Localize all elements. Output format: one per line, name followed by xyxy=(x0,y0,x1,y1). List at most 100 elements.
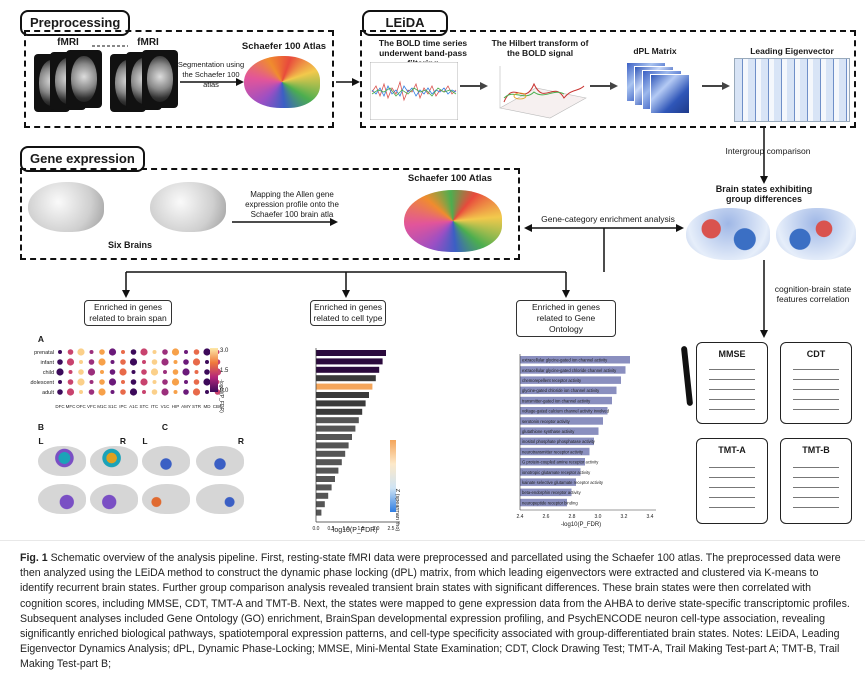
dot-mark xyxy=(98,358,106,366)
cell-bar xyxy=(316,358,383,365)
gene-atlas-brain xyxy=(404,190,502,252)
preprocessing-box xyxy=(24,30,334,128)
dot-mark xyxy=(203,378,211,386)
dot-mark xyxy=(142,390,146,394)
dot-mark xyxy=(173,390,178,394)
fmri-label-1: fMRI xyxy=(57,37,79,48)
leida-step-hilbert: The Hilbert transform of the BOLD signal xyxy=(491,38,589,58)
tmtb-label: TMT-B xyxy=(802,445,830,455)
panel-b-r: R xyxy=(119,436,127,446)
panel-b-label: B xyxy=(37,422,45,432)
dot-mark xyxy=(108,378,117,386)
cell-bar xyxy=(316,492,329,499)
cell-tick-label: 2.0 xyxy=(373,526,380,532)
dot-mark xyxy=(77,348,85,356)
dot-mark xyxy=(161,358,169,366)
dot-mark xyxy=(119,368,127,376)
go-tick-label: 2.6 xyxy=(543,514,550,520)
go-bar xyxy=(520,488,572,497)
dot-mark xyxy=(89,350,94,354)
tmta-label: TMT-A xyxy=(718,445,746,455)
go-term-label: neuropeptide receptor binding xyxy=(522,500,578,505)
panel-c-label: C xyxy=(161,422,169,432)
dot-mark xyxy=(108,348,117,356)
cell-bar xyxy=(316,467,339,474)
dot-mark xyxy=(120,359,126,365)
dot-mark xyxy=(100,370,104,374)
atlas-label-pre: Schaefer 100 Atlas xyxy=(241,41,327,52)
dot-mark xyxy=(120,389,126,395)
leida-box xyxy=(360,30,856,128)
figure-caption: Fig. 1 Schematic overview of the analysi… xyxy=(20,551,850,673)
dot-mark xyxy=(58,350,62,354)
dot-mark xyxy=(88,389,95,395)
go-bar xyxy=(520,407,608,415)
hilbert-plot xyxy=(499,66,587,119)
dotplot-col-label: IPC xyxy=(119,404,127,409)
cell-tick-label: 1.0 xyxy=(343,526,350,532)
dotplot-col-label: DFC xyxy=(55,404,65,409)
figure-number: Fig. 1 xyxy=(20,552,48,564)
divider xyxy=(0,540,865,541)
dotplot-row-label: child xyxy=(43,370,54,376)
dot-mark xyxy=(99,349,105,355)
go-term-label: kainate selective glutamate receptor act… xyxy=(522,480,604,485)
panel-c-brain xyxy=(196,446,244,476)
dot-mark xyxy=(152,350,157,354)
dot-mark xyxy=(183,389,189,395)
cell-tick-label: 0.5 xyxy=(328,526,335,532)
cell-bar xyxy=(316,450,346,457)
go-term-label: beta-endorphin receptor activity xyxy=(522,490,582,495)
cell-bar xyxy=(316,501,325,508)
dot-mark xyxy=(99,379,105,385)
caption-text: Schematic overview of the analysis pipel… xyxy=(20,552,850,671)
dot-mark xyxy=(193,349,200,355)
dot-mark xyxy=(151,359,158,365)
go-xlabel: -log10(P_FDR) xyxy=(560,522,602,528)
panel-b-l: L xyxy=(38,436,44,446)
dotplot-row-label: adult xyxy=(42,390,54,396)
dot-mark xyxy=(109,369,116,375)
dot-mark xyxy=(192,388,201,396)
go-bar xyxy=(520,427,599,435)
go-bar xyxy=(520,417,603,425)
go-tick-label: 3.4 xyxy=(647,514,654,520)
go-bar-chart: extracellular glycine-gated ion channel … xyxy=(517,354,656,520)
cell-bar xyxy=(316,442,349,449)
brain-states-label: Brain states exhibiting group difference… xyxy=(715,184,813,204)
dot-mark xyxy=(161,388,169,396)
mmse-label: MMSE xyxy=(718,349,746,359)
go-bar xyxy=(520,478,576,486)
dot-mark xyxy=(121,350,125,354)
correlation-label: cognition-brain state features correlati… xyxy=(774,284,852,304)
dot-mark xyxy=(205,360,209,364)
dot-mark xyxy=(184,380,188,384)
dotplot-col-label: OFC xyxy=(76,404,86,409)
dot-mark xyxy=(172,369,179,375)
dotplot-col-label: V1C xyxy=(161,404,171,409)
dot-mark xyxy=(194,370,199,374)
go-bar xyxy=(520,396,612,405)
cell-bar xyxy=(316,408,363,415)
dot-mark xyxy=(192,358,201,366)
go-term-label: extracellular glycine-gated chloride cha… xyxy=(522,368,617,373)
go-term-label: neurotransmitter receptor activity xyxy=(522,449,584,454)
dotplot-colorbar xyxy=(210,348,218,392)
panel-b-brain xyxy=(38,484,86,514)
go-bar xyxy=(520,468,581,476)
dot-mark xyxy=(68,370,73,374)
cell-bar xyxy=(316,400,366,407)
dot-mark xyxy=(141,369,147,375)
cell-bar xyxy=(316,417,359,424)
go-tick-label: 3.2 xyxy=(621,514,628,520)
dot-mark xyxy=(129,358,138,366)
brain-state-left xyxy=(686,208,770,260)
dot-mark xyxy=(171,348,180,356)
fmri-label-2: fMRI xyxy=(137,37,159,48)
dot-mark xyxy=(184,350,188,354)
dot-mark xyxy=(193,379,200,385)
six-brains-left xyxy=(28,182,104,232)
dot-mark xyxy=(87,368,96,376)
